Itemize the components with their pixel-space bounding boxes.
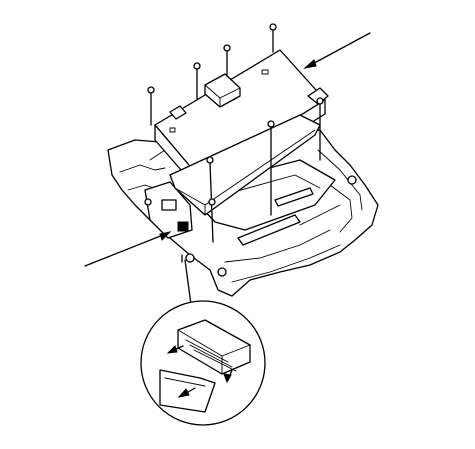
screw-icon bbox=[223, 44, 231, 76]
screw-icon bbox=[193, 62, 201, 101]
detail-inset bbox=[140, 300, 266, 426]
screw-icon bbox=[267, 120, 275, 216]
screw-icon bbox=[269, 23, 277, 53]
control-unit-box bbox=[154, 49, 329, 216]
screw-icon bbox=[316, 97, 324, 161]
callout-line-upper bbox=[304, 32, 371, 69]
callout-lines bbox=[84, 32, 371, 313]
screws bbox=[147, 23, 324, 243]
callout-line-lower bbox=[84, 232, 169, 267]
arrow-icon bbox=[303, 59, 317, 69]
arrow-icon bbox=[159, 231, 172, 241]
screw-icon bbox=[208, 198, 216, 206]
screw-icon bbox=[147, 86, 155, 126]
